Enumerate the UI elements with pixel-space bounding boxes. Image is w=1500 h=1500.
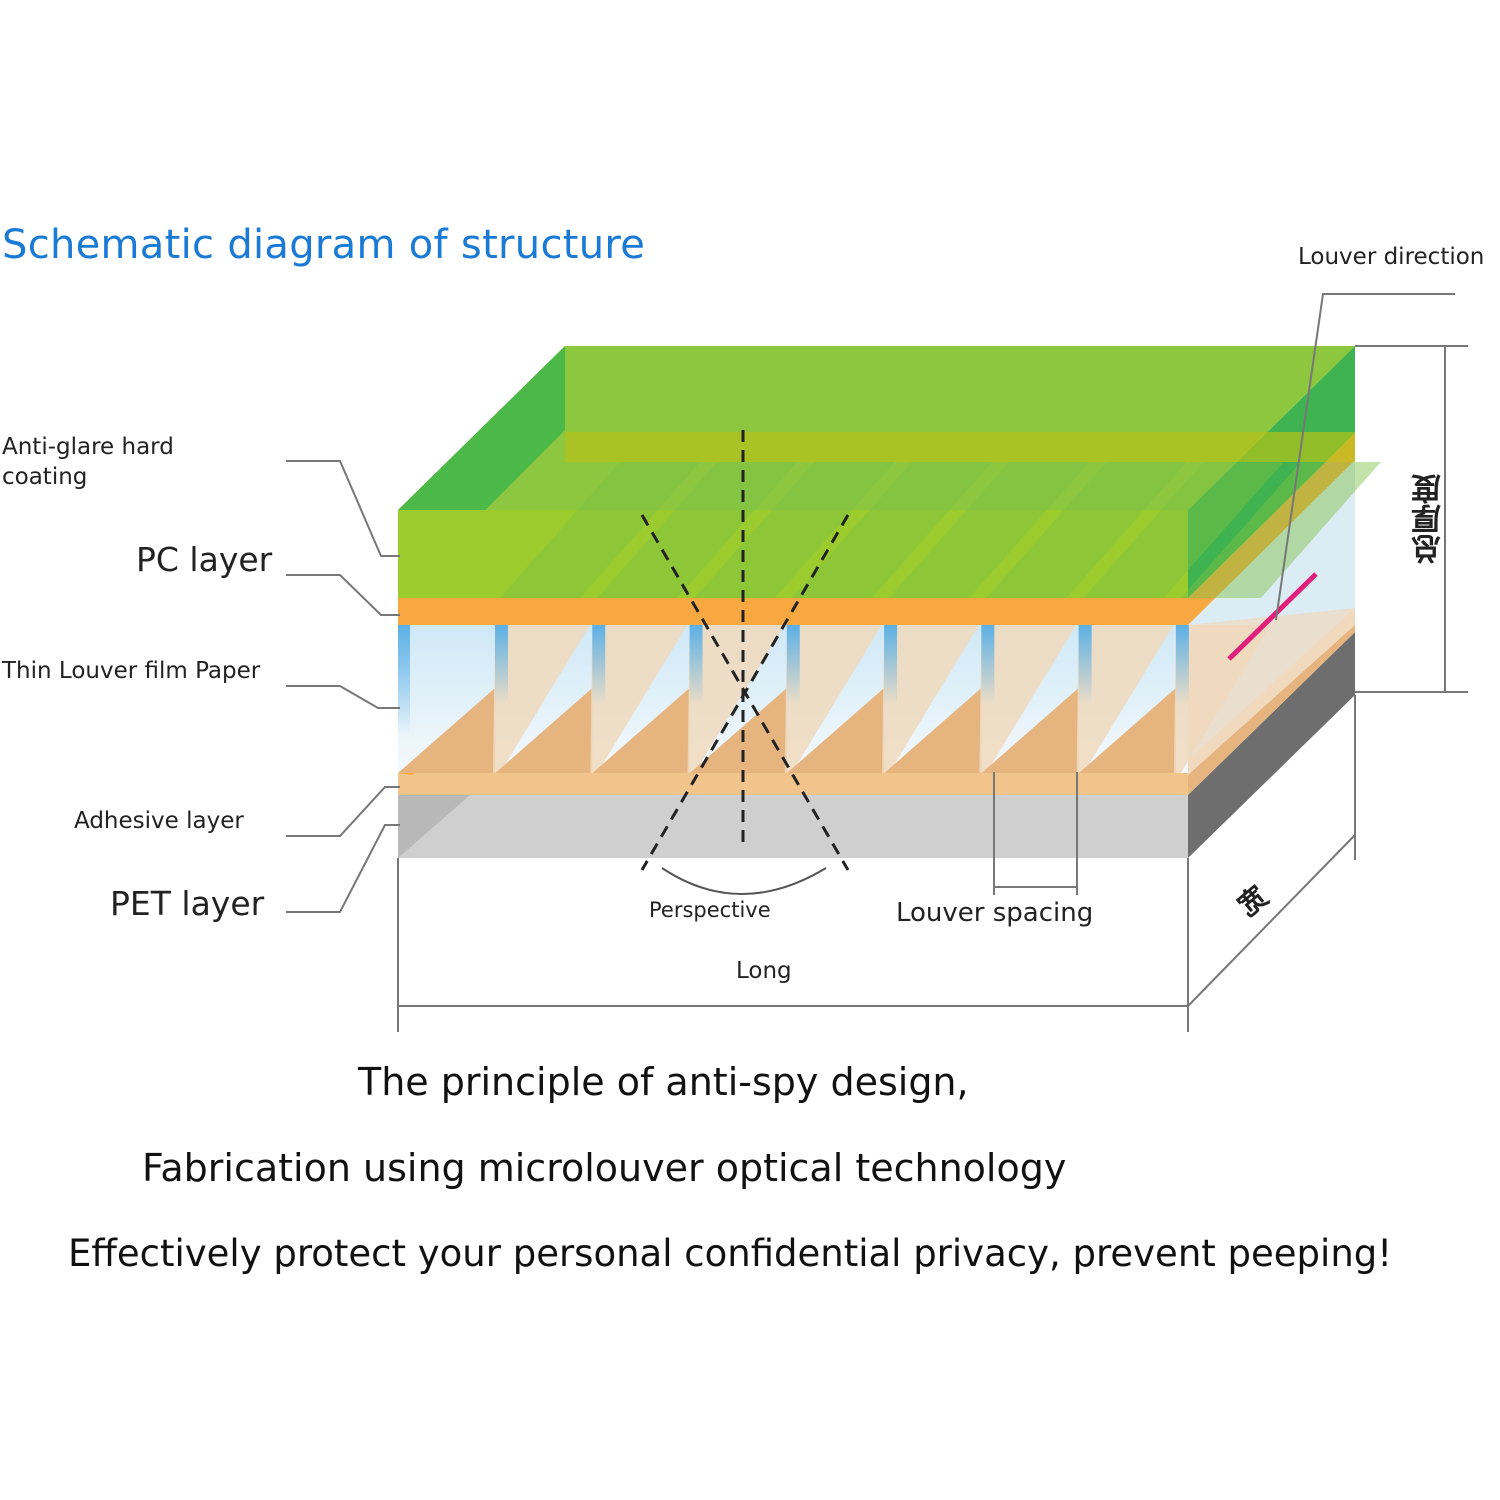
- louver-edge: [786, 625, 800, 705]
- louver-edge: [981, 625, 995, 705]
- louver-base: [592, 688, 690, 773]
- caption-privacy: Effectively protect your personal confid…: [68, 1232, 1393, 1275]
- thin-louver-label: Thin Louver film Paper: [2, 658, 261, 684]
- louver-spacing-label: Louver spacing: [896, 898, 1094, 928]
- louver-edge: [689, 625, 703, 705]
- louver-slat: [493, 625, 590, 773]
- leader-lines: [286, 460, 400, 913]
- adhesive-layer-front: [398, 773, 1188, 795]
- louver-base: [398, 688, 495, 773]
- louver-slat: [1076, 625, 1174, 773]
- louver-direction-marker: [1227, 572, 1318, 661]
- page-title: Schematic diagram of structure: [2, 222, 646, 268]
- louver-edge: [592, 625, 606, 705]
- coating-stripe: [986, 462, 1187, 598]
- adhesive-layer-label: Adhesive layer: [74, 808, 244, 834]
- coating-stripe: [1180, 462, 1381, 598]
- perspective-lines: [640, 430, 850, 871]
- louver-base: [1078, 688, 1176, 773]
- louver-slat: [1173, 625, 1271, 773]
- hard-coating-front: [398, 510, 1188, 598]
- pet-layer-side: [1188, 632, 1355, 858]
- louver-edge: [884, 625, 898, 705]
- louver-slat: [784, 625, 882, 773]
- pet-layer-front: [398, 795, 1188, 858]
- hard-coating-top: [398, 346, 1355, 510]
- caption-principle: The principle of anti-spy design,: [358, 1060, 969, 1104]
- coating-stripe: [889, 462, 1090, 598]
- louver-base: [981, 688, 1079, 773]
- louver-slat: [979, 625, 1077, 773]
- louver-slats: [398, 625, 1271, 773]
- caption-fabrication: Fabrication using microlouver optical te…: [142, 1146, 1067, 1190]
- louver-slat: [590, 625, 688, 773]
- perspective-arc: [661, 867, 827, 895]
- dimension-lines: [397, 293, 1468, 1032]
- pc-layer-side: [1188, 433, 1355, 625]
- louver-edge: [495, 625, 508, 705]
- louver-edge: [1078, 625, 1092, 705]
- louver-base: [787, 688, 885, 773]
- pet-layer-label: PET layer: [110, 884, 265, 923]
- louver-base: [495, 688, 593, 773]
- hard-coating-side: [1188, 346, 1355, 598]
- louver-slat: [882, 625, 980, 773]
- pet-layer-left-shade: [398, 795, 470, 858]
- louver-slat: [687, 625, 785, 773]
- louver-edge: [1175, 625, 1189, 705]
- pc-layer-label: PC layer: [136, 540, 273, 579]
- louver-edge: [398, 625, 410, 735]
- coating-stripe: [597, 462, 798, 598]
- anti-glare-label: Anti-glare hard coating: [2, 434, 174, 490]
- length-label: Long: [736, 958, 792, 984]
- louver-direction-label: Louver direction: [1298, 244, 1485, 270]
- coating-stripe: [694, 462, 895, 598]
- coating-stripes: [500, 462, 1381, 598]
- hard-coating-band: [565, 432, 1355, 462]
- coating-stripe: [1083, 462, 1284, 598]
- coating-stripe: [500, 462, 700, 598]
- total-thickness-label: 总厚度: [1412, 474, 1447, 564]
- perspective-label: Perspective: [649, 898, 771, 922]
- louver-base: [884, 688, 982, 773]
- coating-stripe: [791, 462, 992, 598]
- louver-base: [689, 688, 787, 773]
